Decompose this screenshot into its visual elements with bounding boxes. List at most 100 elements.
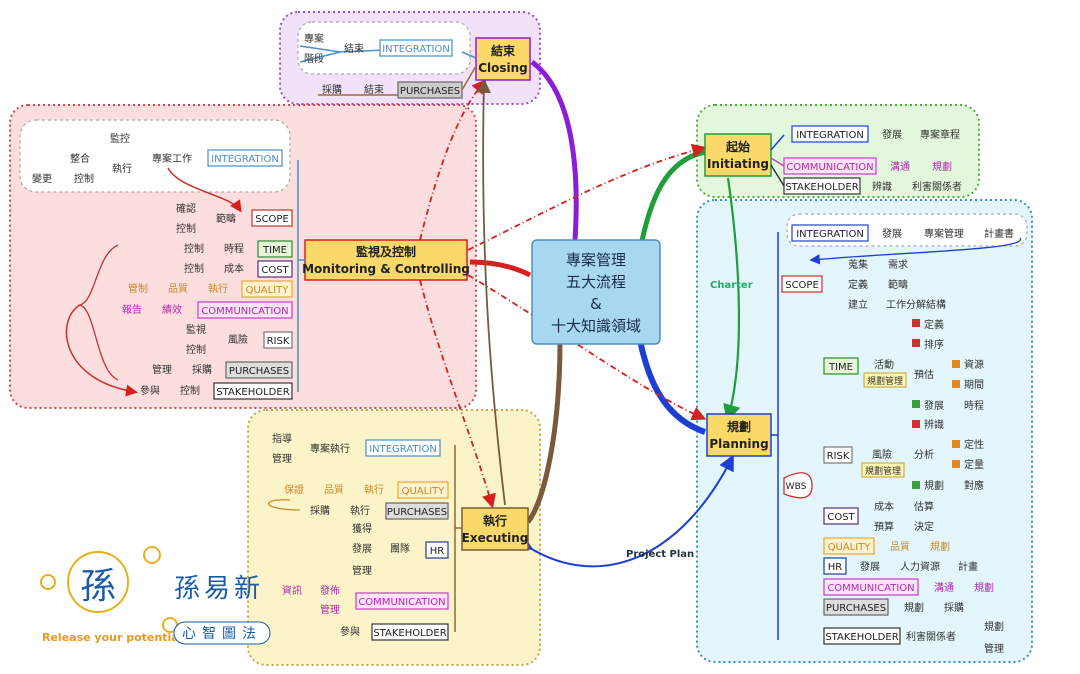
svg-text:發展: 發展 bbox=[882, 227, 902, 240]
svg-text:HR: HR bbox=[430, 546, 445, 557]
svg-text:QUALITY: QUALITY bbox=[246, 285, 290, 296]
svg-text:專案管理: 專案管理 bbox=[924, 227, 964, 240]
svg-text:執行: 執行 bbox=[112, 162, 132, 175]
svg-text:定性: 定性 bbox=[964, 438, 984, 451]
closing-items: 專案 階段 結束 INTEGRATION 採購 結束 PURCHASES bbox=[299, 32, 477, 99]
svg-text:SCOPE: SCOPE bbox=[785, 280, 819, 291]
svg-text:定義: 定義 bbox=[924, 318, 944, 331]
svg-text:控制: 控制 bbox=[180, 384, 200, 397]
svg-text:採購: 採購 bbox=[322, 83, 342, 96]
svg-text:管理: 管理 bbox=[320, 603, 340, 616]
center-line-4: 十大知識領域 bbox=[551, 317, 641, 335]
svg-text:INTEGRATION: INTEGRATION bbox=[382, 44, 450, 55]
svg-text:QUALITY: QUALITY bbox=[828, 542, 872, 553]
closing-title-en: Closing bbox=[478, 61, 528, 75]
svg-text:規劃: 規劃 bbox=[984, 620, 1004, 633]
svg-text:績效: 績效 bbox=[162, 303, 182, 316]
svg-text:變更: 變更 bbox=[32, 172, 52, 185]
svg-text:決定: 決定 bbox=[914, 520, 934, 533]
svg-text:品質: 品質 bbox=[324, 483, 344, 496]
svg-text:執行: 執行 bbox=[350, 504, 370, 517]
executing-node[interactable] bbox=[461, 507, 529, 551]
svg-text:管理: 管理 bbox=[984, 642, 1004, 655]
svg-text:PURCHASES: PURCHASES bbox=[400, 86, 460, 97]
svg-text:資訊: 資訊 bbox=[282, 584, 302, 597]
charter-label: Charter bbox=[710, 280, 753, 291]
svg-text:排序: 排序 bbox=[924, 338, 944, 351]
svg-text:PURCHASES: PURCHASES bbox=[387, 507, 447, 518]
svg-text:STAKEHOLDER: STAKEHOLDER bbox=[825, 632, 898, 643]
svg-text:INTEGRATION: INTEGRATION bbox=[211, 154, 279, 165]
svg-text:採購: 採購 bbox=[944, 601, 964, 614]
svg-text:執行: 執行 bbox=[208, 282, 228, 295]
svg-text:溝通: 溝通 bbox=[934, 581, 954, 594]
svg-text:發展: 發展 bbox=[860, 560, 880, 573]
svg-text:建立: 建立 bbox=[848, 298, 868, 311]
svg-text:團隊: 團隊 bbox=[390, 542, 410, 555]
svg-text:控制: 控制 bbox=[186, 343, 206, 356]
svg-text:估算: 估算 bbox=[914, 500, 934, 513]
closing-node[interactable] bbox=[475, 37, 531, 81]
svg-text:管理: 管理 bbox=[152, 363, 172, 376]
svg-text:控制: 控制 bbox=[74, 172, 94, 185]
svg-text:管制: 管制 bbox=[128, 282, 148, 295]
logo-slogan: Release your potential bbox=[42, 631, 182, 644]
svg-text:活動: 活動 bbox=[874, 358, 894, 371]
svg-text:範疇: 範疇 bbox=[216, 212, 236, 225]
planning-title-en: Planning bbox=[709, 437, 768, 451]
svg-text:孫: 孫 bbox=[80, 566, 116, 607]
svg-text:利害關係者: 利害關係者 bbox=[912, 180, 962, 193]
logo-sub: 心智圖法 bbox=[182, 626, 262, 642]
initiating-node[interactable] bbox=[704, 133, 772, 177]
svg-text:分析: 分析 bbox=[914, 448, 934, 461]
svg-text:時程: 時程 bbox=[224, 243, 244, 255]
svg-text:採購: 採購 bbox=[192, 363, 212, 376]
svg-text:RISK: RISK bbox=[827, 451, 850, 462]
executing-title-zh: 執行 bbox=[483, 513, 507, 528]
svg-text:RISK: RISK bbox=[267, 336, 290, 347]
svg-text:期間: 期間 bbox=[964, 379, 984, 391]
svg-text:溝通: 溝通 bbox=[890, 160, 910, 173]
svg-text:人力資源: 人力資源 bbox=[900, 560, 940, 573]
svg-text:採購: 採購 bbox=[310, 504, 330, 517]
monitoring-items: 監控 整合 執行 專案工作 INTEGRATION 變更 控制 確認 範疇 控制… bbox=[32, 132, 305, 400]
svg-text:專案: 專案 bbox=[304, 32, 324, 45]
svg-text:COMMUNICATION: COMMUNICATION bbox=[786, 162, 873, 173]
logo-brand: 孫易新 bbox=[174, 574, 264, 604]
svg-text:預估: 預估 bbox=[914, 368, 934, 381]
center-line-3: & bbox=[590, 295, 602, 313]
closing-title-zh: 結束 bbox=[491, 43, 516, 58]
center-line-2: 五大流程 bbox=[566, 273, 626, 291]
monitoring-title-zh: 監視及控制 bbox=[356, 244, 416, 259]
svg-text:COST: COST bbox=[261, 265, 289, 276]
executing-region bbox=[247, 409, 541, 666]
brand-logo: 孫 孫易新 Release your potential 心智圖法 bbox=[40, 546, 271, 645]
planning-items: INTEGRATION 發展 專案管理 計畫書 SCOPE 蒐集 需求 定義 範… bbox=[771, 224, 1021, 655]
svg-text:專案執行: 專案執行 bbox=[310, 442, 350, 455]
svg-text:STAKEHOLDER: STAKEHOLDER bbox=[785, 182, 858, 193]
svg-text:辨識: 辨識 bbox=[872, 180, 892, 193]
svg-text:執行: 執行 bbox=[364, 483, 384, 496]
svg-text:規劃管理: 規劃管理 bbox=[865, 465, 901, 477]
svg-text:HR: HR bbox=[828, 562, 843, 573]
svg-text:規劃: 規劃 bbox=[974, 581, 994, 594]
monitoring-title-en: Monitoring & Controlling bbox=[302, 262, 470, 276]
svg-text:專案章程: 專案章程 bbox=[920, 128, 960, 141]
svg-text:INTEGRATION: INTEGRATION bbox=[796, 229, 864, 240]
initiating-items: INTEGRATION 發展 專案章程 COMMUNICATION 溝通 規劃 … bbox=[770, 125, 962, 195]
svg-text:對應: 對應 bbox=[964, 479, 984, 492]
svg-text:TIME: TIME bbox=[262, 245, 287, 256]
svg-text:控制: 控制 bbox=[176, 222, 196, 235]
svg-text:定量: 定量 bbox=[964, 458, 984, 471]
planning-node[interactable] bbox=[706, 413, 772, 457]
svg-text:整合: 整合 bbox=[70, 152, 90, 165]
svg-text:辨識: 辨識 bbox=[924, 418, 944, 431]
svg-text:報告: 報告 bbox=[122, 303, 142, 316]
svg-text:預算: 預算 bbox=[874, 520, 894, 533]
svg-text:品質: 品質 bbox=[890, 540, 910, 553]
svg-text:INTEGRATION: INTEGRATION bbox=[796, 130, 864, 141]
svg-text:定義: 定義 bbox=[848, 278, 868, 291]
svg-text:TIME: TIME bbox=[828, 362, 853, 373]
svg-text:利害關係者: 利害關係者 bbox=[906, 630, 956, 643]
